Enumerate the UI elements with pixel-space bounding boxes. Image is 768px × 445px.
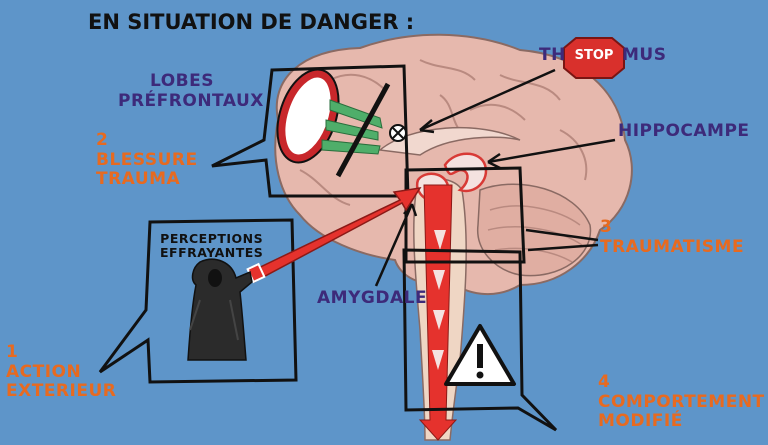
step-4-line1: COMPORTEMENT: [598, 393, 765, 413]
label-amygdale: AMYGDALE: [317, 289, 427, 309]
stop-sign: STOP: [564, 38, 624, 78]
step-3-line1: TRAUMATISME: [600, 238, 744, 258]
step-1-line1: ACTION: [6, 363, 116, 383]
step-1-line2: EXTERIEUR: [6, 382, 116, 402]
label-perceptions-line1: PERCEPTIONS: [160, 232, 263, 246]
step-3-label: 3 TRAUMATISME: [600, 218, 744, 257]
step-3-number: 3: [600, 218, 744, 238]
label-lobes-line2: PRÉFRONTAUX: [118, 92, 264, 112]
step-1-label: 1 ACTION EXTERIEUR: [6, 343, 116, 402]
step-4-number: 4: [598, 373, 765, 393]
label-hippocampe: HIPPOCAMPE: [618, 122, 750, 142]
label-perceptions-line2: EFFRAYANTES: [160, 246, 263, 260]
step-2-label: 2 BLESSURE TRAUMA: [96, 131, 198, 190]
label-lobes-prefrontaux: LOBES PRÉFRONTAUX: [118, 72, 264, 111]
stop-text: STOP: [564, 48, 624, 63]
label-perceptions-effrayantes: PERCEPTIONS EFFRAYANTES: [160, 232, 263, 261]
step-4-line2: MODIFIÉ: [598, 412, 765, 432]
label-thalamus-left: TH: [539, 46, 566, 66]
label-lobes-line1: LOBES: [118, 72, 264, 92]
grim-reaper-icon: [188, 259, 252, 360]
step-1-number: 1: [6, 343, 116, 363]
step-2-line1: BLESSURE: [96, 151, 198, 171]
step-2-number: 2: [96, 131, 198, 151]
step-2-line2: TRAUMA: [96, 170, 198, 190]
label-thalamus-right: MUS: [622, 46, 666, 66]
step-4-label: 4 COMPORTEMENT MODIFIÉ: [598, 373, 765, 432]
diagram-title: EN SITUATION DE DANGER :: [88, 10, 414, 34]
